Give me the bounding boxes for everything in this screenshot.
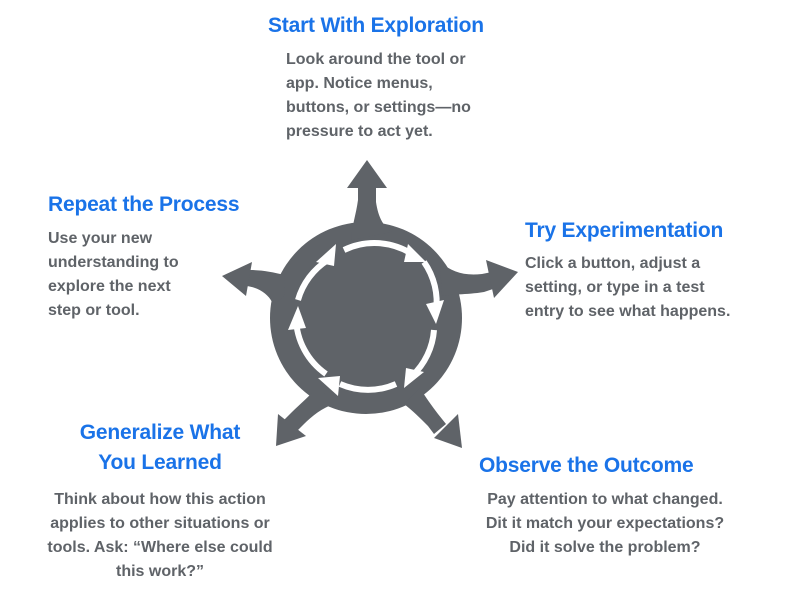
branch-right-arrow-icon bbox=[440, 260, 518, 298]
step-desc-experiment: Click a button, adjust a setting, or typ… bbox=[525, 252, 730, 324]
desc-line: Pay attention to what changed. bbox=[487, 491, 723, 508]
step-desc-generalize: Think about how this action applies to o… bbox=[20, 488, 300, 584]
step-desc-repeat: Use your new understanding to explore th… bbox=[48, 227, 179, 323]
desc-line: Use your new bbox=[48, 230, 153, 247]
desc-line: pressure to act yet. bbox=[286, 123, 433, 140]
step-title-observe: Observe the Outcome bbox=[479, 454, 694, 477]
desc-line: Did it solve the problem? bbox=[509, 539, 701, 556]
step-title-experiment: Try Experimentation bbox=[525, 219, 724, 242]
desc-line: understanding to bbox=[48, 254, 179, 271]
desc-line: Think about how this action bbox=[54, 491, 266, 508]
step-title-explore: Start With Exploration bbox=[268, 14, 484, 37]
desc-line: step or tool. bbox=[48, 302, 140, 319]
desc-line: explore the next bbox=[48, 278, 171, 295]
branch-left-arrow-icon bbox=[222, 262, 285, 303]
desc-line: this work?” bbox=[115, 563, 204, 580]
desc-line: app. Notice menus, bbox=[286, 75, 433, 92]
step-title-generalize: Generalize What You Learned bbox=[40, 418, 280, 478]
desc-line: applies to other situations or bbox=[50, 515, 270, 532]
desc-line: Dit it match your expectations? bbox=[485, 515, 725, 532]
branch-up-arrow-icon bbox=[347, 160, 392, 240]
desc-line: tools. Ask: “Where else could bbox=[47, 539, 273, 556]
cycle-arrowheads bbox=[288, 244, 444, 396]
step-desc-explore: Look around the tool or app. Notice menu… bbox=[286, 48, 471, 144]
step-title-repeat: Repeat the Process bbox=[48, 193, 240, 216]
desc-line: entry to see what happens. bbox=[525, 303, 731, 320]
title-line: You Learned bbox=[98, 451, 222, 474]
title-line: Generalize What bbox=[79, 421, 241, 444]
branch-bottom-right-arrow-icon bbox=[404, 388, 462, 448]
desc-line: Look around the tool or bbox=[286, 51, 466, 68]
step-desc-observe: Pay attention to what changed. Dit it ma… bbox=[470, 488, 740, 560]
desc-line: setting, or type in a test bbox=[525, 279, 705, 296]
branch-bottom-left-arrow-icon bbox=[276, 386, 334, 446]
desc-line: buttons, or settings—no bbox=[286, 99, 471, 116]
desc-line: Click a button, adjust a bbox=[525, 255, 701, 272]
